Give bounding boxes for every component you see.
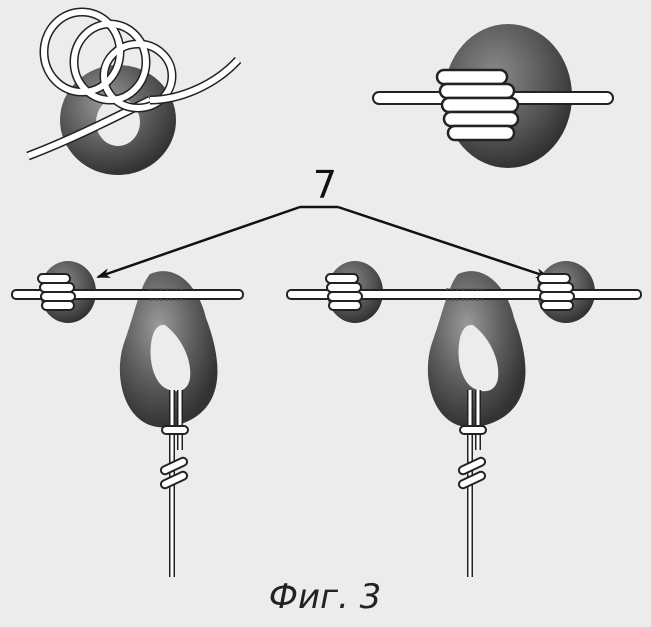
wrapped-bead-detail <box>373 24 613 168</box>
coiled-ring-detail <box>28 12 238 175</box>
left-assembly <box>12 261 243 577</box>
callout-number: 7 <box>290 166 360 204</box>
figure-caption: Фиг. 3 <box>230 580 420 614</box>
callout-arrows <box>98 207 548 277</box>
right-assembly <box>287 261 641 577</box>
